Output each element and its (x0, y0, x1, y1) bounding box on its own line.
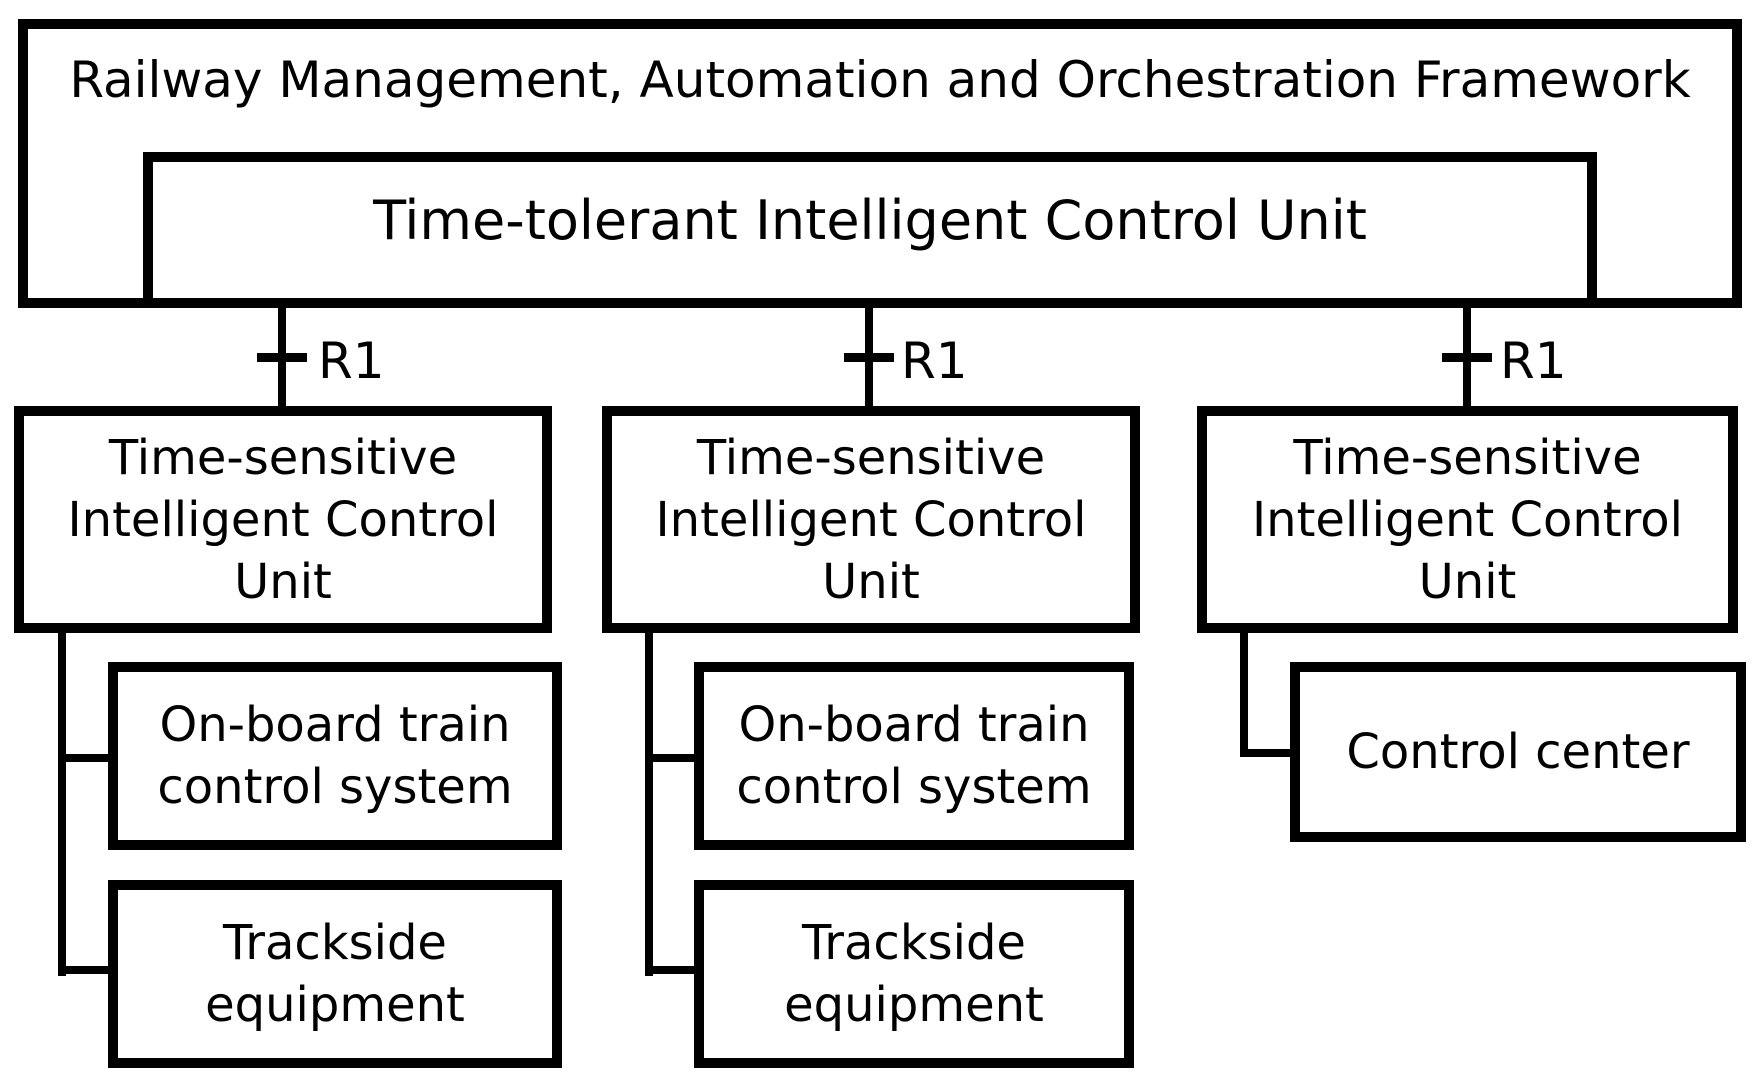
child-label-line: On-board train (738, 697, 1090, 753)
child-connector-line-3 (1240, 623, 1248, 757)
unit-label-line: Intelligent Control (67, 491, 499, 548)
time-sensitive-unit-box-2: Time-sensitive Intelligent Control Unit (602, 406, 1140, 633)
child-connector-stub-3a (1240, 749, 1298, 757)
child-label-line: equipment (205, 977, 465, 1033)
child-connector-stub-1b (58, 966, 118, 974)
child-connector-stub-2b (645, 966, 705, 974)
onboard-train-box-2: On-board train control system (694, 662, 1134, 850)
onboard-train-box-1: On-board train control system (108, 662, 562, 850)
unit-label-line: Unit (1418, 553, 1517, 610)
unit-label-line: Time-sensitive (696, 429, 1046, 486)
r1-connector-tick-1 (257, 353, 307, 362)
r1-connector-tick-3 (1442, 353, 1492, 362)
r1-label-2: R1 (901, 332, 968, 390)
unit-label-line: Intelligent Control (1252, 491, 1683, 548)
time-tolerant-unit-title: Time-tolerant Intelligent Control Unit (373, 189, 1367, 252)
child-label-line: Trackside (223, 915, 447, 971)
unit-label-line: Time-sensitive (108, 429, 458, 486)
unit-label-line: Unit (234, 553, 332, 610)
child-connector-line-1 (58, 623, 66, 976)
child-label-line: Control center (1346, 724, 1690, 780)
r1-label-1: R1 (318, 332, 385, 390)
trackside-equipment-box-2: Trackside equipment (694, 880, 1134, 1068)
child-label-line: control system (736, 759, 1092, 815)
unit-label-line: Unit (822, 553, 920, 610)
child-label-line: equipment (784, 977, 1044, 1033)
child-connector-stub-1a (58, 754, 118, 762)
child-connector-line-2 (645, 623, 653, 976)
framework-title: Railway Management, Automation and Orche… (69, 51, 1691, 109)
unit-label-line: Intelligent Control (655, 491, 1087, 548)
child-connector-stub-2a (645, 754, 705, 762)
child-label-line: Trackside (802, 915, 1026, 971)
control-center-box: Control center (1290, 662, 1746, 842)
child-label-line: On-board train (159, 697, 511, 753)
r1-connector-tick-2 (844, 353, 894, 362)
child-label-line: control system (157, 759, 513, 815)
r1-label-3: R1 (1500, 332, 1567, 390)
time-sensitive-unit-box-1: Time-sensitive Intelligent Control Unit (14, 406, 552, 633)
time-sensitive-unit-box-3: Time-sensitive Intelligent Control Unit (1197, 406, 1738, 633)
trackside-equipment-box-1: Trackside equipment (108, 880, 562, 1068)
unit-label-line: Time-sensitive (1293, 429, 1642, 486)
